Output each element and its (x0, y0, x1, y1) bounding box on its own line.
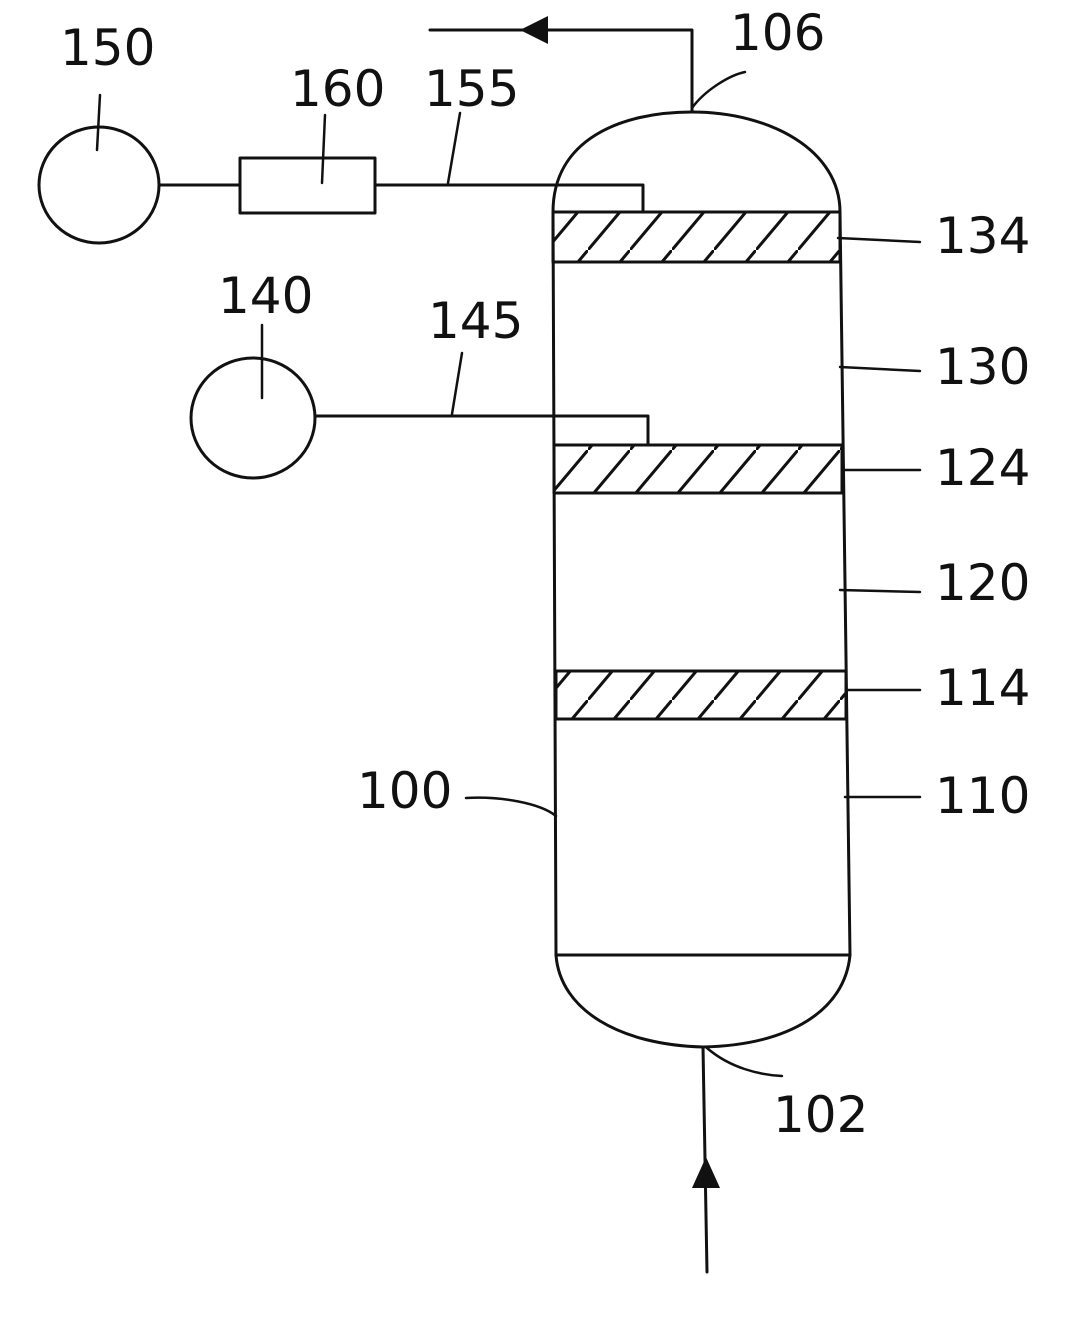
bed-middle (552, 443, 844, 495)
label-vessel: 100 (357, 762, 452, 820)
reactor-vessel (551, 110, 852, 1049)
label-line-upper: 155 (424, 60, 519, 118)
label-device-upper: 160 (290, 60, 385, 118)
vessel-bottom-head (554, 953, 852, 1049)
vessel-top-head (551, 110, 842, 214)
feed-line-middle (313, 414, 650, 447)
inlet-line (692, 1045, 720, 1274)
label-source-upper: 150 (60, 19, 155, 77)
label-bed-lower: 114 (935, 659, 1030, 717)
source-tank-middle (189, 356, 317, 480)
feed-line-upper (373, 183, 645, 214)
vessel-left-wall (551, 210, 558, 957)
outlet-arrow-icon (520, 16, 548, 44)
label-zone-upper: 130 (935, 338, 1030, 396)
middle-feed-system (189, 356, 650, 480)
label-inlet: 102 (773, 1086, 868, 1144)
reference-labels: 150 160 155 106 140 145 134 130 124 120 … (60, 4, 1030, 1144)
label-bed-upper: 134 (935, 207, 1030, 265)
leader-lines (95, 70, 922, 1078)
vessel-right-wall (838, 210, 852, 957)
label-source-middle: 140 (218, 267, 313, 325)
label-line-middle: 145 (428, 292, 523, 350)
label-bed-middle: 124 (935, 439, 1030, 497)
device-upper (238, 156, 377, 215)
bed-upper (551, 210, 842, 264)
label-outlet: 106 (730, 4, 825, 62)
label-zone-lower: 110 (935, 767, 1030, 825)
bed-lower (554, 669, 848, 721)
label-zone-middle: 120 (935, 554, 1030, 612)
outlet-line (428, 16, 694, 114)
inlet-arrow-icon (692, 1157, 720, 1188)
source-tank-upper (37, 125, 161, 245)
